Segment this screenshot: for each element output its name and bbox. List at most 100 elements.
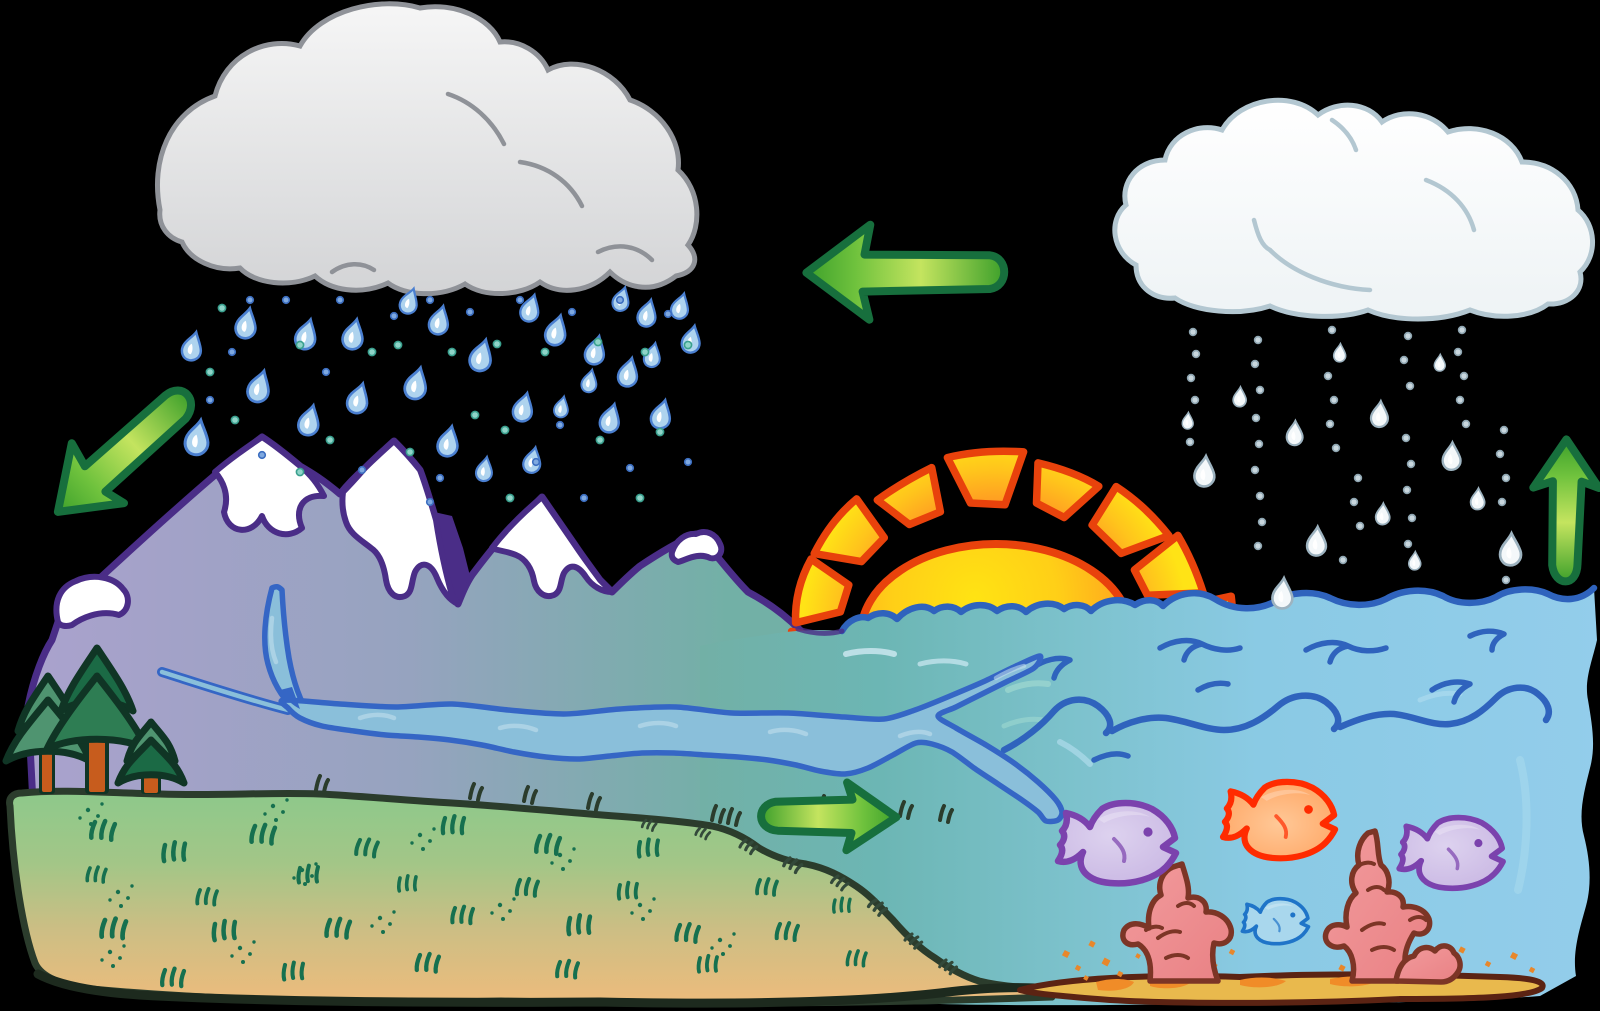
mountain-gap-shadow [434, 512, 470, 606]
pine-trees [2, 644, 188, 794]
cloud-lobe-line [1267, 247, 1373, 293]
dot-b-instance [531, 457, 541, 467]
cloud-lobe-line [517, 159, 585, 209]
dot-g-instance [1355, 521, 1365, 531]
wave-mark [1429, 679, 1473, 705]
dot-g-instance [1401, 433, 1411, 443]
water-highlight [1057, 739, 1093, 767]
storm-cloud-body [154, 1, 700, 297]
river-fork-accent [280, 687, 300, 709]
dot-g-instance [1338, 555, 1348, 565]
dot-g-instance [1403, 539, 1413, 549]
dot-g-instance [1253, 335, 1263, 345]
dot-g-instance [1497, 497, 1507, 507]
dot-g-instance [1453, 347, 1463, 357]
dot-g-instance [1190, 395, 1200, 405]
dot-g-instance [1323, 371, 1333, 381]
sand-patch [1240, 977, 1286, 988]
dot-g-instance [1349, 497, 1359, 507]
snow-cap-5 [668, 529, 725, 565]
fair-cloud-body [1112, 97, 1595, 322]
river-highlight [357, 712, 397, 721]
coral-detail [1356, 860, 1376, 868]
dot-t-instance [367, 347, 377, 357]
dot-t-instance [635, 493, 645, 503]
dot-g-instance [1255, 385, 1265, 395]
dot-b-instance [389, 311, 399, 321]
dot-g-instance [1325, 419, 1335, 429]
dot-g-instance [1251, 413, 1261, 423]
sun-ray [1032, 459, 1103, 522]
river-highlight [767, 727, 809, 737]
sun-ray [873, 463, 945, 529]
river-highlight [637, 720, 679, 729]
coral-detail [1408, 915, 1428, 922]
coral-detail [1366, 885, 1386, 892]
dot-g-instance [1353, 473, 1363, 483]
dot-b-instance [465, 307, 475, 317]
dot-b-instance [335, 295, 345, 305]
coral-reef [1120, 828, 1463, 985]
dot-t-instance [655, 427, 665, 437]
dot-g-instance [1191, 349, 1201, 359]
dot-b-instance [567, 307, 577, 317]
dot-t-instance [595, 435, 605, 445]
dot-t-instance [295, 467, 305, 477]
dot-g-instance [1495, 449, 1505, 459]
coral-detail [1144, 924, 1164, 932]
coral-detail [1370, 945, 1396, 952]
dot-g-instance [1255, 491, 1265, 501]
dot-g-instance [1257, 517, 1267, 527]
hatch3-instance [638, 839, 659, 857]
coral-mound [1393, 943, 1463, 985]
dot-b-instance [515, 295, 525, 305]
dot-b-instance [205, 395, 215, 405]
sun-ray [943, 447, 1028, 509]
dot-g-instance [1399, 355, 1409, 365]
dot-t-instance [500, 425, 510, 435]
water-highlight [1001, 716, 1047, 729]
dot-b-instance [425, 295, 435, 305]
dot-t-instance [540, 347, 550, 357]
coral-detail [1360, 921, 1386, 932]
dot-b-instance [555, 420, 565, 430]
dot-g-instance [1457, 325, 1467, 335]
sun-ray [810, 495, 889, 566]
dot-t-instance [492, 339, 502, 349]
dot-b-instance [579, 493, 589, 503]
river-highlight [268, 615, 279, 665]
dot-g-instance [1250, 359, 1260, 369]
river [268, 615, 1065, 825]
river-highlight [497, 723, 539, 733]
dot-g-instance [1455, 395, 1465, 405]
snow-cap-4 [489, 494, 615, 599]
dot-t-instance [683, 340, 693, 350]
cloud-lobe-line [1251, 217, 1273, 253]
dot-t-instance [593, 337, 603, 347]
river-headwater [262, 583, 313, 719]
dot-g-instance [1405, 381, 1415, 391]
dot-g-instance [1331, 443, 1341, 453]
dot-g-instance [1327, 325, 1337, 335]
dot-t-instance [217, 303, 227, 313]
dot-b-instance [357, 465, 367, 475]
dot-t-instance [393, 340, 403, 350]
dot-g-instance [1329, 395, 1339, 405]
cloud-lobe-line [1329, 117, 1359, 153]
dot-b-instance [435, 473, 445, 483]
wave-mark [1157, 637, 1243, 663]
river-course [278, 653, 1065, 825]
dot-g-instance [1499, 425, 1509, 435]
dot-b-instance [257, 450, 267, 460]
coral-detail [1156, 929, 1182, 940]
coral-left [1120, 861, 1234, 984]
dot-t-instance [205, 367, 215, 377]
dot-t-instance [505, 493, 515, 503]
pine-tree-center [43, 644, 151, 794]
sand-patch [1096, 979, 1134, 991]
dot-g-instance [1459, 371, 1469, 381]
dot-b-instance [245, 295, 255, 305]
dot-b-instance [663, 309, 673, 319]
dot-g-instance [1188, 327, 1198, 337]
